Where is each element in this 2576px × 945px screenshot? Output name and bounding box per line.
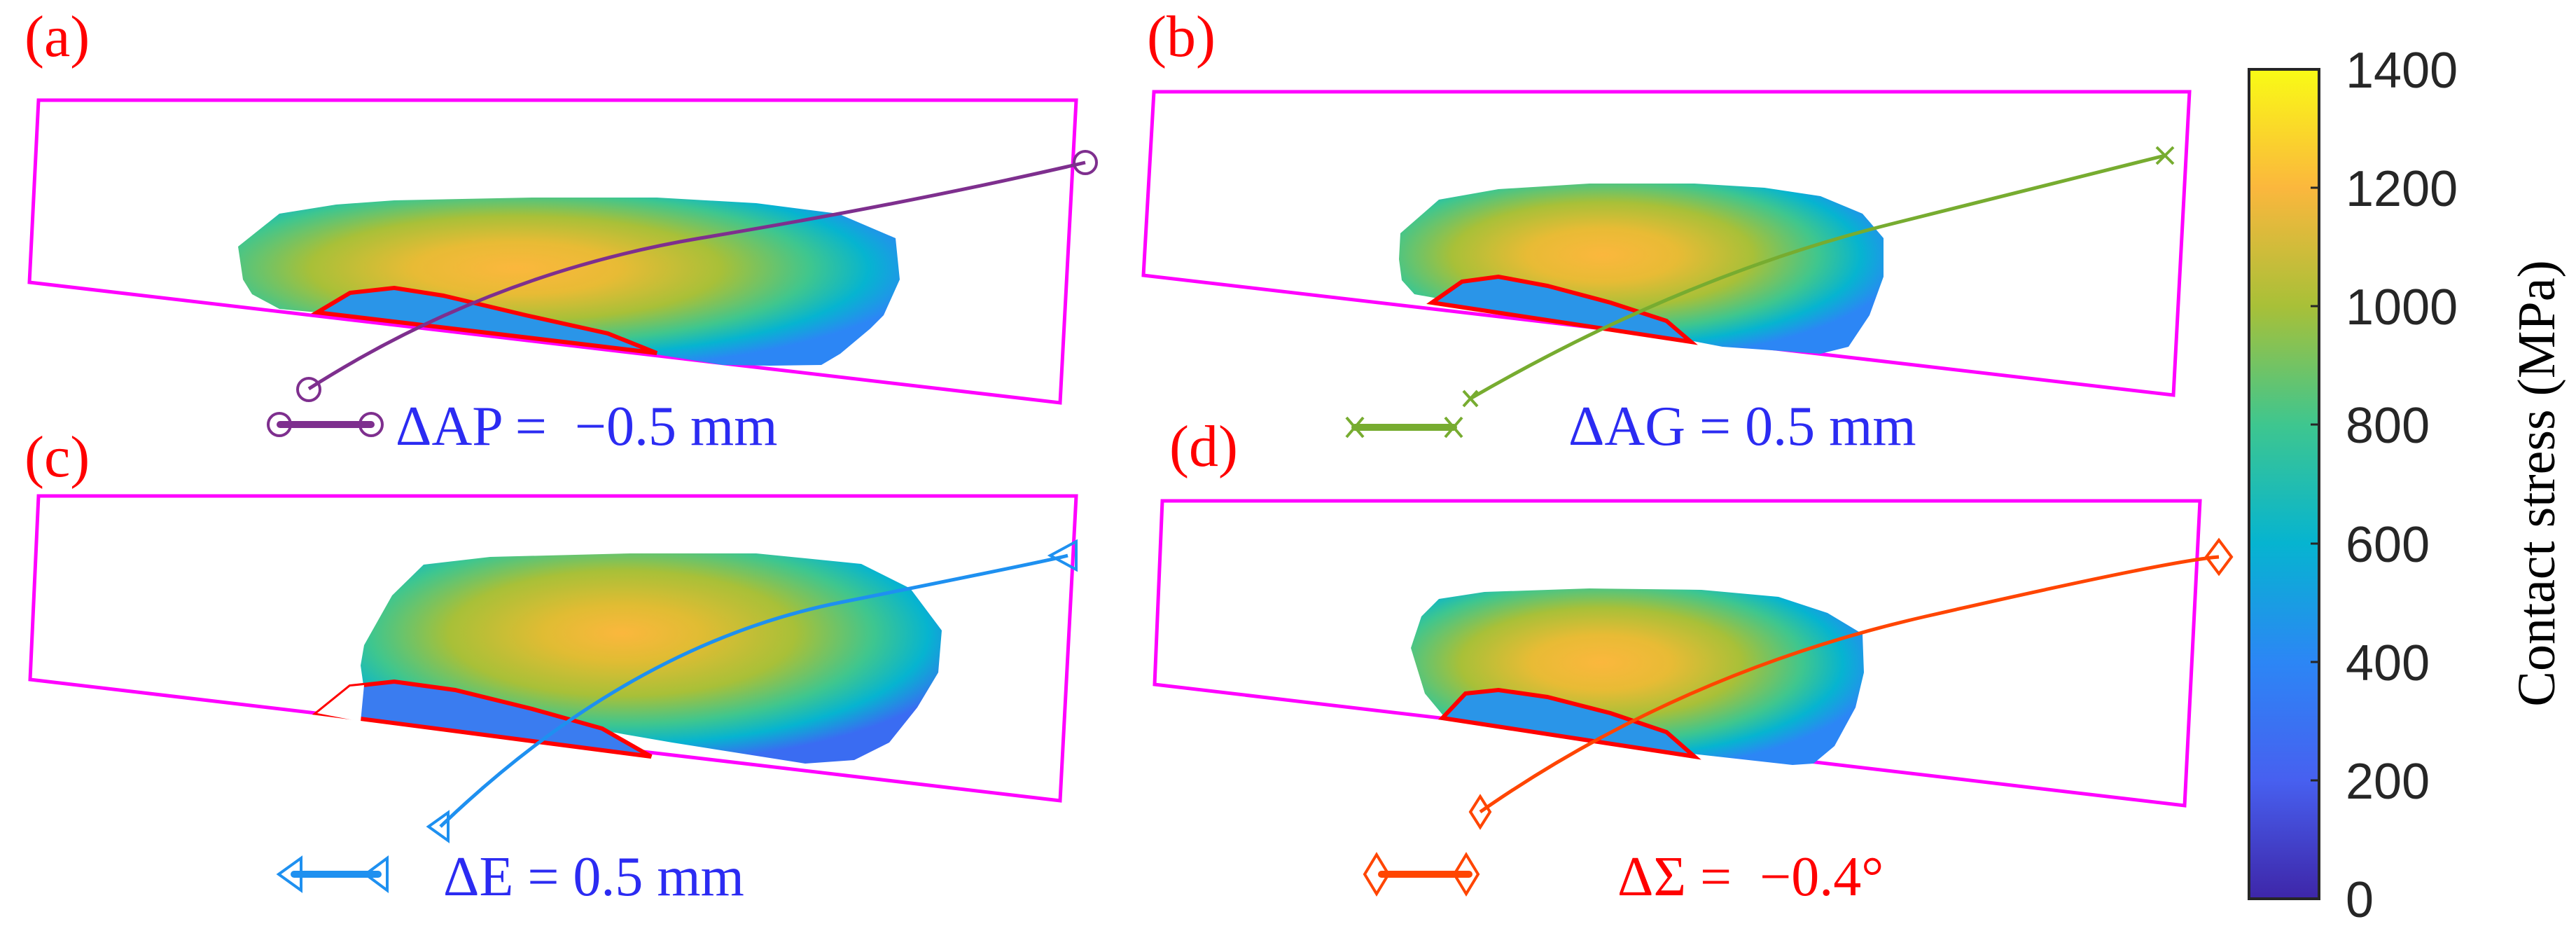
panel-letter-d: (d)	[1169, 414, 1238, 479]
triangle-marker-icon	[426, 810, 450, 843]
parameter-label-d: ΔΣ = −0.4°	[1617, 846, 1884, 908]
edge-contact-zone	[312, 679, 653, 759]
transmission-path	[439, 553, 1068, 828]
panel-a: (a) ΔAP = −0.5 mm	[25, 4, 1098, 457]
colorbar-label: Contact stress (MPa)	[2507, 260, 2566, 706]
tick-label-800: 800	[2346, 398, 2430, 454]
edge-contact-zone	[1426, 274, 1698, 345]
tick-label-400: 400	[2346, 635, 2430, 691]
plane-frame	[27, 98, 1078, 405]
tick-label-1000: 1000	[2346, 280, 2458, 336]
parameter-label-b: ΔAG = 0.5 mm	[1568, 396, 1916, 457]
contact-stress-patch	[238, 198, 900, 366]
diamond-marker-icon	[2204, 537, 2234, 577]
colorbar-gradient	[2248, 68, 2320, 900]
panel-letter-a: (a)	[25, 4, 90, 69]
tick-label-1400: 1400	[2346, 43, 2458, 99]
panel-b: (b) ΔAG = 0.5 mm	[1141, 4, 2192, 457]
tick-label-1200: 1200	[2346, 161, 2458, 217]
triangle-marker-icon	[1047, 539, 1078, 572]
x-marker-icon	[1462, 389, 1479, 408]
colorbar: 1400 1200 1000 800 600 400 200 0 Contact…	[2248, 43, 2566, 928]
panel-letter-c: (c)	[25, 425, 90, 490]
circle-marker-icon	[296, 377, 321, 402]
edge-contact-zone	[1437, 687, 1701, 760]
tick-label-200: 200	[2346, 754, 2430, 810]
transmission-path	[1469, 153, 2166, 401]
panel-c: (c) ΔE = 0.5 mm	[25, 425, 1078, 908]
x-marker-icon	[2155, 146, 2175, 165]
tick-label-0: 0	[2346, 872, 2374, 928]
plane-frame	[1153, 499, 2202, 808]
legend-marker-c	[276, 855, 389, 893]
tick-label-600: 600	[2346, 517, 2430, 573]
colorbar-ticks	[2311, 186, 2319, 782]
edge-contact-zone	[310, 285, 658, 355]
diamond-marker-icon	[1468, 794, 1492, 830]
legend-marker-a	[267, 412, 384, 437]
transmission-path	[1479, 555, 2220, 814]
panel-letter-b: (b)	[1147, 4, 1216, 69]
transmission-path	[307, 160, 1086, 391]
edge-contact-outer-gap	[317, 685, 364, 722]
legend-marker-d	[1363, 852, 1480, 897]
plane-frame	[28, 494, 1078, 803]
parameter-label-a: ΔAP = −0.5 mm	[396, 396, 777, 457]
panel-d: (d) ΔΣ = −0.4°	[1153, 414, 2234, 908]
parameter-label-c: ΔE = 0.5 mm	[443, 846, 744, 908]
legend-marker-b	[1345, 416, 1463, 439]
circle-marker-icon	[1073, 150, 1098, 175]
plane-frame	[1141, 90, 2192, 397]
